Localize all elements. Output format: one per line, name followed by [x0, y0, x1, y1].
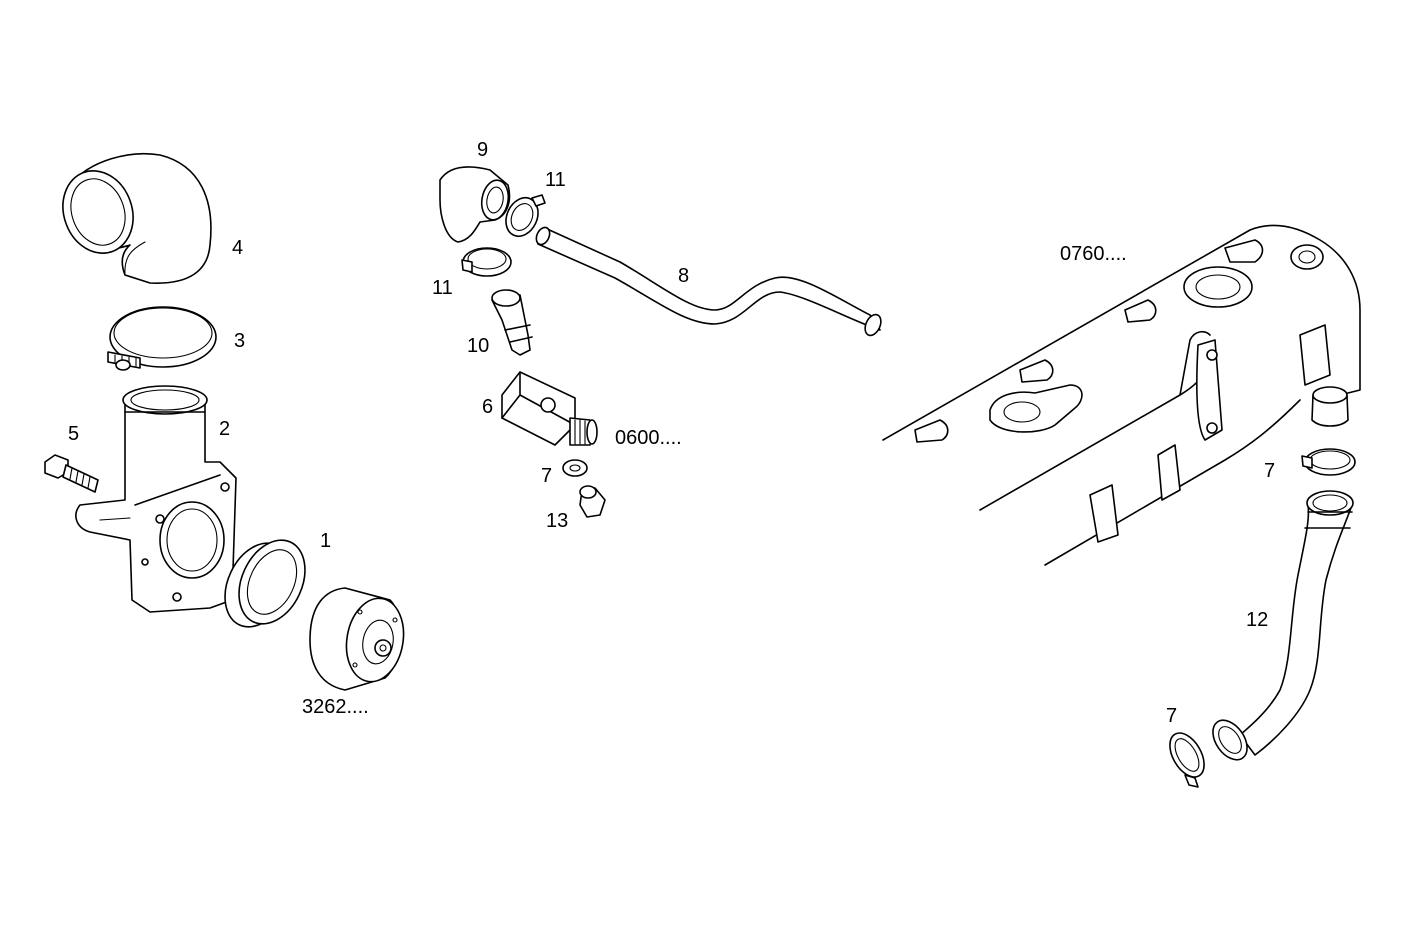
clamp-part-7-right-upper [1301, 448, 1356, 476]
plug-part-13 [579, 485, 606, 518]
callout-5: 5 [68, 423, 80, 445]
reference-0600: 0600.... [615, 427, 682, 449]
clamp-part-11-lower [461, 247, 512, 277]
callout-7-right-lower: 7 [1166, 705, 1178, 727]
cylinder-head-0760 [882, 224, 1361, 566]
callout-1: 1 [320, 530, 332, 552]
clamp-part-7-right-lower [1169, 732, 1205, 788]
clamp-part-11-upper [505, 194, 546, 238]
nipple-fitting-part-10 [491, 289, 533, 356]
thermostat-3262 [309, 587, 405, 691]
reference-0760: 0760.... [1060, 243, 1127, 265]
callout-11-upper: 11 [545, 169, 566, 191]
callout-2: 2 [219, 418, 231, 440]
adapter-block-part-6 [501, 371, 598, 446]
callout-7-right-upper: 7 [1264, 460, 1276, 482]
callout-9: 9 [477, 139, 489, 161]
bent-hose-part-12 [1212, 490, 1354, 761]
ring-seal-part-1 [224, 539, 306, 628]
small-elbow-part-9 [439, 166, 511, 243]
hose-clamp-part-3 [107, 306, 217, 371]
washer-part-7-center [562, 459, 588, 477]
bolt-part-5 [44, 454, 99, 493]
callout-8: 8 [678, 265, 690, 287]
elbow-hose-part-4 [62, 152, 212, 284]
callout-7-center: 7 [541, 465, 553, 487]
callout-11-lower: 11 [432, 277, 453, 299]
callout-12: 12 [1246, 609, 1269, 631]
callout-3: 3 [234, 330, 246, 352]
thermostat-housing-part-2 [75, 385, 237, 613]
pipe-part-8 [535, 226, 882, 337]
callout-13: 13 [546, 510, 569, 532]
callout-10: 10 [467, 335, 490, 357]
callout-6: 6 [482, 396, 494, 418]
reference-3262: 3262.... [302, 696, 369, 718]
callout-4: 4 [232, 237, 244, 259]
